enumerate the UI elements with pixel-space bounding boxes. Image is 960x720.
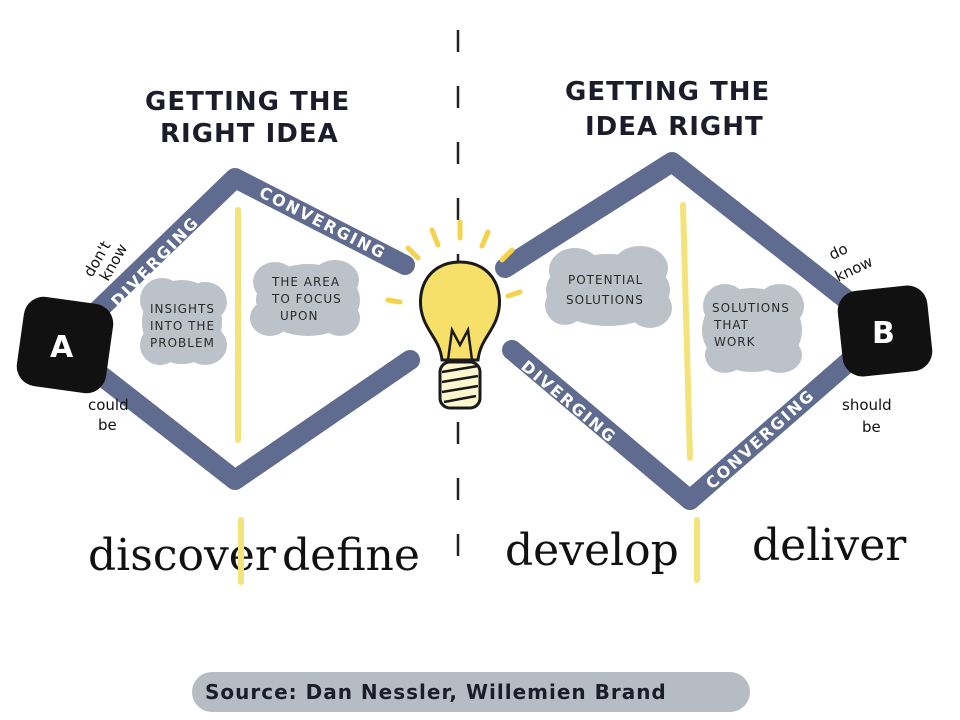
source-pill	[192, 672, 750, 712]
cloud-focus-line3: UPON	[280, 309, 318, 323]
cloud-insights-line1: INSIGHTS	[150, 302, 215, 316]
right-diamond-bottom-band	[502, 320, 895, 510]
right-diverging-label: DIVERGING	[517, 357, 620, 448]
phase-discover: discover	[88, 530, 277, 581]
node-a: A	[16, 296, 114, 394]
right-diamond	[495, 152, 895, 510]
cloud-focus-line1: THE AREA	[271, 275, 340, 289]
right-diamond-top-band	[495, 152, 895, 340]
left-title-line1: GETTING THE	[145, 87, 350, 117]
node-b-letter: B	[872, 316, 895, 351]
cloud-work	[702, 284, 804, 373]
note-could-be-line1: could	[88, 396, 129, 414]
node-a-letter: A	[50, 330, 74, 365]
cloud-insights-line3: PROBLEM	[150, 336, 215, 350]
cloud-focus	[250, 260, 360, 336]
phase-deliver: deliver	[752, 520, 907, 571]
right-title-line2: IDEA RIGHT	[585, 112, 764, 142]
cloud-insights	[140, 278, 227, 365]
left-diamond-bottom-band	[52, 335, 420, 490]
phase-define: define	[282, 530, 420, 581]
left-diamond	[52, 168, 420, 490]
left-title-line2: RIGHT IDEA	[160, 119, 339, 149]
note-do-know-line1: do	[826, 239, 851, 263]
cloud-work-line3: WORK	[714, 335, 756, 349]
cloud-work-line2: THAT	[713, 318, 749, 332]
cloud-work-line1: SOLUTIONS	[712, 301, 790, 315]
left-diamond-top-band	[52, 168, 415, 355]
cloud-insights-line2: INTO THE	[150, 319, 215, 333]
phase-develop: develop	[505, 525, 679, 576]
cloud-potential	[545, 246, 672, 328]
cloud-potential-line2: SOLUTIONS	[566, 293, 644, 307]
note-should-be-line1: should	[842, 396, 892, 414]
source-text: Source: Dan Nessler, Willemien Brand	[205, 680, 667, 704]
note-could-be-line2: be	[98, 416, 117, 434]
right-title-line1: GETTING THE	[565, 77, 770, 107]
node-b: B	[837, 285, 933, 377]
lightbulb-icon	[385, 219, 523, 410]
right-converging-label: CONVERGING	[702, 385, 819, 493]
cloud-focus-line2: TO FOCUS	[271, 292, 342, 306]
cloud-potential-line1: POTENTIAL	[568, 273, 643, 287]
right-diamond-divider	[680, 202, 693, 461]
left-converging-label: CONVERGING	[256, 183, 389, 263]
note-should-be-line2: be	[862, 418, 881, 436]
